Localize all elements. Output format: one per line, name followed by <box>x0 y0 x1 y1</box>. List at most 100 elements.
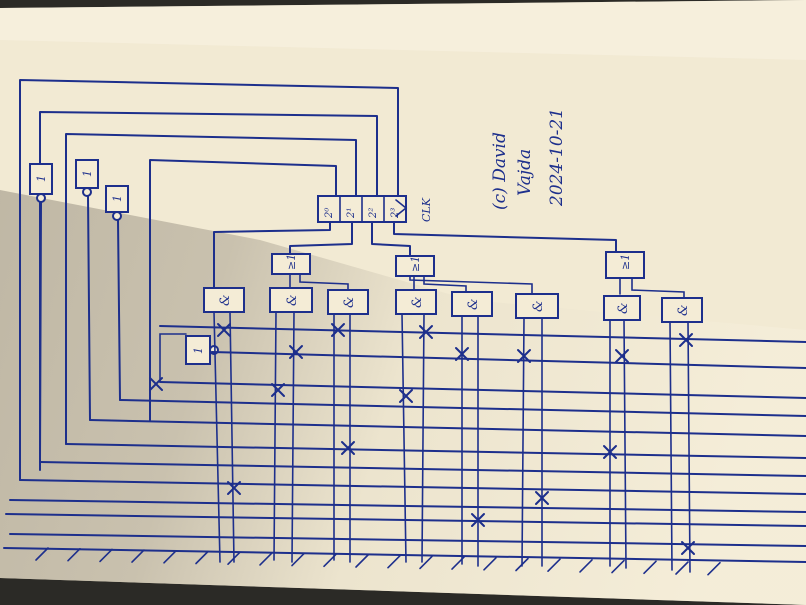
or-gate <box>271 253 311 275</box>
and-gate-label: & <box>466 298 481 310</box>
and-gate <box>515 293 559 319</box>
connection-x-mark <box>679 333 693 347</box>
bus-line <box>119 399 806 417</box>
connection-x-mark <box>399 389 413 403</box>
hatch-tick <box>67 547 81 562</box>
and-gate-label: & <box>410 296 425 308</box>
clock-label: CLK <box>420 197 433 222</box>
register-bit-label: 2² <box>368 208 379 219</box>
gate-input-line <box>669 321 673 571</box>
inverter-output <box>39 201 42 461</box>
and-gate <box>269 287 313 313</box>
x-stroke <box>535 491 549 505</box>
edge-hatch-marks <box>35 547 721 576</box>
not-gate-label: 1 <box>111 195 124 202</box>
or-gates: ≥1 ≥1 ≥1 <box>271 251 685 299</box>
connection-x-mark <box>419 325 433 339</box>
and-gate-label: & <box>616 302 631 314</box>
clock-triangle <box>395 199 408 217</box>
x-stroke <box>679 333 693 347</box>
not-gate-label: 1 <box>81 170 94 177</box>
hatch-tick <box>291 552 305 567</box>
gate-input-line <box>229 311 235 563</box>
hatch-tick <box>419 555 433 570</box>
bus-line <box>65 443 806 459</box>
connection-x-mark <box>217 323 231 337</box>
and-gate <box>203 287 245 313</box>
register-output-wire <box>393 221 617 253</box>
connection-x-mark <box>341 441 355 455</box>
connection-x-mark <box>271 383 285 397</box>
and-gates: & & & & & & & & <box>203 287 703 323</box>
hatch-tick <box>483 556 497 571</box>
register-output-wire <box>371 221 411 259</box>
not-gate-label: 1 <box>35 175 48 182</box>
gate-input-line <box>273 311 277 561</box>
x-stroke <box>603 445 617 459</box>
and-gate-label: & <box>218 294 233 306</box>
not-gate-label: 1 <box>192 347 205 354</box>
inverter-bubble <box>82 187 92 197</box>
hatch-tick <box>227 551 241 566</box>
connection-x-mark <box>615 349 629 363</box>
connection-x-mark <box>535 491 549 505</box>
x-stroke <box>471 513 485 527</box>
connection-marks <box>149 323 695 555</box>
feedback-wire <box>19 79 399 481</box>
hatch-tick <box>579 559 593 573</box>
and-gate <box>661 297 703 323</box>
bus-line <box>211 351 806 369</box>
paper-fold-highlight <box>0 0 806 60</box>
x-stroke <box>615 349 629 363</box>
inverter-output <box>117 219 121 401</box>
feedback-wire <box>65 133 357 445</box>
gate-input-line <box>687 321 691 573</box>
hatch-tick <box>643 560 657 575</box>
x-stroke <box>271 383 285 397</box>
hatch-tick <box>163 549 177 564</box>
or-gate <box>395 255 435 277</box>
x-stroke <box>517 349 531 363</box>
x-stroke <box>455 347 469 361</box>
x-stroke <box>227 481 241 495</box>
and-gate <box>603 295 641 321</box>
register-bit-label: 2³ <box>390 208 401 219</box>
gate-input-line <box>213 311 221 563</box>
hatch-tick <box>547 558 561 573</box>
gate-input-line <box>421 313 425 563</box>
connection-x-mark <box>455 347 469 361</box>
or-gate-label: ≥1 <box>285 254 298 270</box>
bus-line <box>159 325 806 343</box>
register-output-wire <box>213 221 331 289</box>
bus-line <box>89 419 806 437</box>
hatch-tick <box>131 549 145 563</box>
hatch-tick <box>387 554 401 569</box>
register-block: 2⁰ 2¹ 2² 2³ CLK <box>317 195 433 223</box>
x-stroke <box>289 345 303 359</box>
connection-x-mark <box>289 345 303 359</box>
gate-input-line <box>623 319 627 569</box>
connection-x-mark <box>149 377 163 391</box>
connection-x-mark <box>471 513 485 527</box>
inverter-output <box>87 195 91 421</box>
x-stroke <box>419 325 433 339</box>
or-to-and-wire <box>409 275 533 295</box>
gate-input-line <box>521 317 525 567</box>
or-gate <box>605 251 645 279</box>
signature-block: (c) David Vajda 2024-10-21 <box>490 108 567 210</box>
hatch-tick <box>451 556 465 570</box>
signature-line-name: Vajda <box>515 149 535 196</box>
bus-line <box>9 499 806 513</box>
connection-x-mark <box>227 481 241 495</box>
x-stroke <box>399 389 413 403</box>
bus-line <box>19 479 806 495</box>
hatch-tick <box>611 559 625 574</box>
register-output-wire <box>289 221 353 257</box>
hatch-tick <box>515 557 529 572</box>
horizontal-bus-lines <box>3 325 806 563</box>
connection-x-mark <box>603 445 617 459</box>
inverter-input-wire <box>159 333 187 383</box>
and-gate-label: & <box>531 300 546 312</box>
input-inverters: 1 1 1 <box>29 159 129 461</box>
